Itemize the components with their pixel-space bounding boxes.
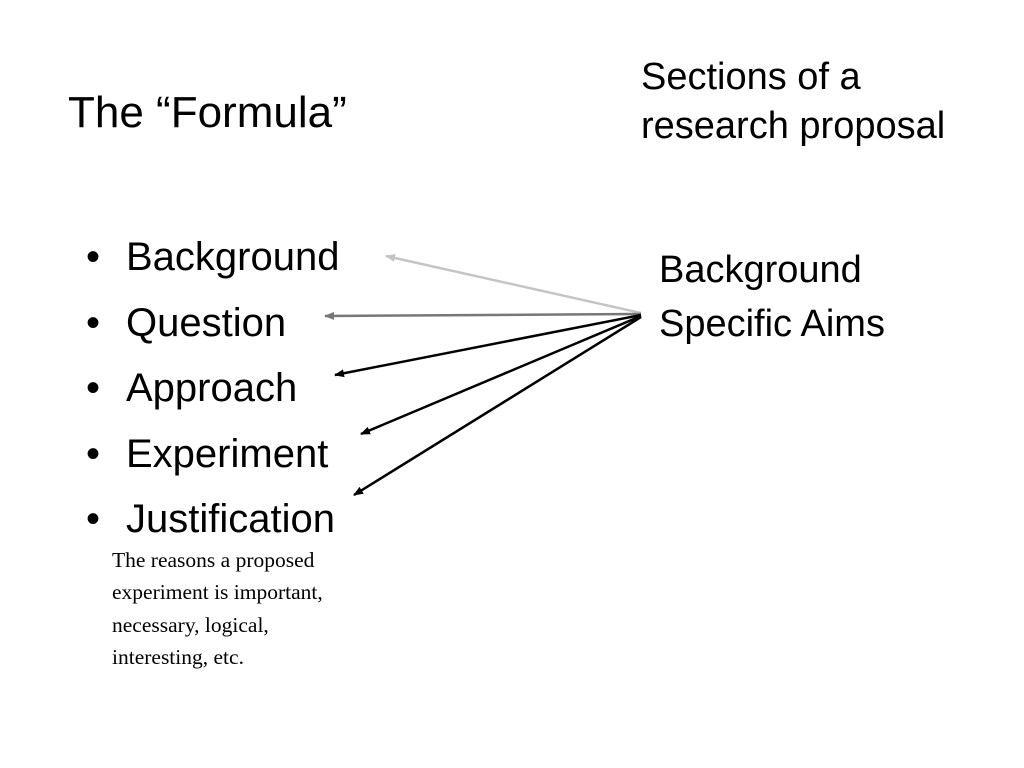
arrow-to-background — [385, 254, 642, 315]
proposal-section-background: Background — [659, 249, 862, 291]
justification-note: The reasons a proposed experiment is imp… — [112, 544, 412, 673]
bullet-icon: • — [86, 235, 101, 279]
formula-item-experiment: • Experiment — [86, 425, 339, 491]
formula-item-question: • Question — [86, 294, 339, 360]
formula-list: • Background • Question • Approach • Experim… — [86, 228, 339, 556]
formula-item-background: • Background — [86, 228, 339, 294]
justification-note-line: experiment is important, — [112, 580, 323, 605]
formula-item-label: Background — [126, 235, 340, 279]
bullet-icon: • — [86, 366, 101, 410]
proposal-section-specific-aims: Specific Aims — [659, 302, 885, 345]
formula-item-label: Experiment — [126, 431, 329, 476]
justification-note-line: interesting, etc. — [112, 644, 244, 669]
sections-heading-line: Sections of a — [641, 56, 861, 98]
proposal-sections: Background Specific Aims — [659, 244, 885, 352]
formula-item-approach: • Approach — [86, 359, 339, 425]
formula-item-label: Justification — [126, 497, 335, 541]
bullet-icon: • — [86, 431, 101, 476]
arrow-to-justification — [353, 315, 642, 497]
sections-heading: Sections of a research proposal — [641, 53, 1021, 152]
formula-item-justification: • Justification — [86, 490, 339, 556]
sections-heading-line: research proposal — [641, 105, 946, 148]
bullet-icon: • — [86, 497, 101, 541]
arrow-to-experiment — [360, 314, 642, 436]
formula-item-label: Approach — [126, 366, 298, 410]
arrow-to-approach — [334, 313, 642, 378]
bullet-icon: • — [86, 300, 101, 345]
arrow-to-question — [324, 311, 642, 320]
slide-title: The “Formula” — [68, 88, 347, 137]
formula-item-label: Question — [126, 300, 287, 345]
justification-note-line: necessary, logical, — [112, 612, 269, 637]
justification-note-line: The reasons a proposed — [112, 548, 315, 572]
